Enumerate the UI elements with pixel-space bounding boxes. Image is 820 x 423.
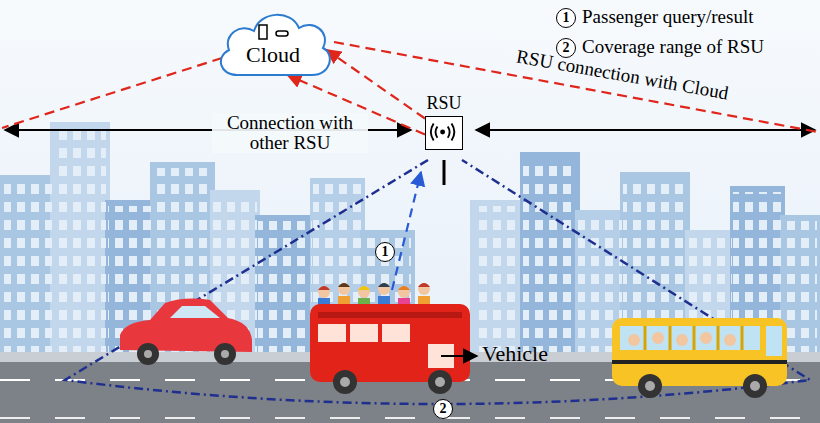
- legend-text: Coverage range of RSU: [582, 37, 764, 58]
- link-label: Connection with other RSU: [212, 113, 368, 153]
- cloud-outline: [221, 15, 330, 75]
- cloud-link: [2, 58, 222, 128]
- vehicle-pointer: [441, 355, 477, 357]
- query-arrow: [392, 172, 421, 290]
- coverage-range: [65, 160, 810, 404]
- vehicle-label: Vehicle: [482, 342, 548, 365]
- rsu-node: RSU: [414, 94, 474, 150]
- cloud-node: Cloud: [212, 4, 334, 78]
- rsu-link: [476, 129, 815, 131]
- node-label: Cloud: [246, 44, 300, 66]
- antenna-wave: [431, 123, 455, 140]
- callout-number: 2: [433, 399, 453, 419]
- server-icon: [259, 25, 267, 39]
- red-bus: [310, 283, 470, 394]
- cloud-shape: [212, 4, 334, 78]
- red-car: [120, 299, 252, 365]
- rsu-box: [425, 116, 463, 150]
- legend-text: Passenger query/result: [582, 7, 753, 28]
- node-label: RSU: [426, 94, 461, 114]
- antenna-symbol: [426, 117, 462, 149]
- rsu-pole: [443, 160, 446, 185]
- callout-number: 1: [556, 8, 576, 28]
- road-edge: [0, 417, 820, 419]
- cloud-connector: [327, 50, 425, 119]
- server-icon: [276, 31, 288, 36]
- callout-number: 1: [375, 242, 395, 262]
- antenna-dot: [440, 129, 445, 134]
- antenna-wave: [436, 126, 450, 137]
- yellow-bus: [612, 318, 787, 398]
